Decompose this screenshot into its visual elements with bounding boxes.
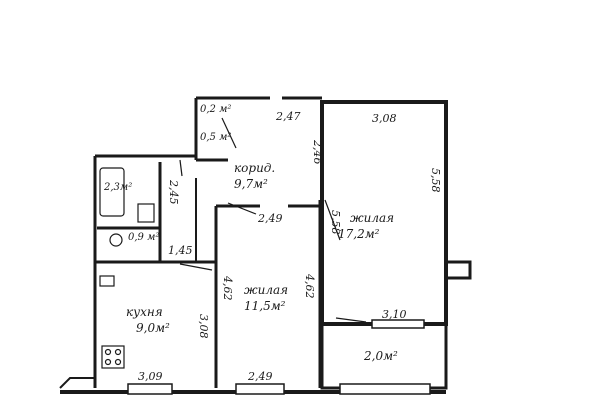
living-large-area: 17,2м² — [338, 227, 380, 241]
dim-large-top: 3,08 — [372, 112, 397, 125]
door-closet — [221, 117, 237, 149]
corridor-name: корид. — [234, 161, 275, 175]
door-corridor — [227, 202, 257, 215]
dim-kitchen-bottom: 3,09 — [138, 370, 163, 383]
fixtures — [99, 167, 155, 369]
living-small-area: 11,5м² — [244, 299, 286, 313]
closet-mid-area: 0,5 м² — [200, 132, 231, 143]
stove-burner-icon — [114, 358, 122, 366]
wall-closet-block — [194, 96, 322, 162]
window-large-room — [371, 319, 425, 329]
window-balcony — [339, 383, 431, 395]
dim-large-left: 5,58 — [329, 210, 342, 235]
windows — [127, 319, 431, 395]
stove-burner-icon — [104, 348, 112, 356]
door-balcony — [335, 317, 367, 323]
stove-burner-icon — [104, 358, 112, 366]
closet-top-area: 0,2 м² — [200, 104, 231, 115]
kitchen-sink-icon — [99, 275, 115, 287]
walls — [59, 96, 472, 394]
wc-area: 0,9 м² — [128, 232, 159, 243]
kitchen-name: кухня — [126, 305, 163, 319]
wall-bath-block — [93, 154, 196, 388]
dim-kitchen-top: 1,45 — [168, 244, 193, 257]
wall-external-right — [444, 102, 472, 388]
wall-small-room — [216, 200, 322, 388]
window-kitchen — [127, 383, 173, 395]
wall-left-jog — [59, 377, 95, 389]
wall-corridor — [180, 178, 197, 263]
stove-burner-icon — [114, 348, 122, 356]
kitchen-area: 9,0м² — [136, 321, 170, 335]
door-large-room — [324, 199, 341, 241]
living-small-name: жилая — [244, 283, 288, 297]
stove-icon — [101, 345, 125, 369]
door-kitchen — [179, 263, 213, 271]
dim-small-bottom: 2,49 — [247, 370, 273, 383]
balcony-area: 2,0м² — [363, 349, 398, 363]
dim-corridor-side: 2,46 — [311, 139, 324, 165]
door-bath — [179, 159, 183, 177]
bath-area: 2,3м² — [103, 182, 132, 193]
sink-icon — [137, 203, 155, 223]
dimension-labels: 2,47 2,46 2,45 2,49 3,08 5,58 5,58 3,10 … — [138, 110, 442, 383]
dim-small-left: 4,62 — [221, 275, 234, 301]
living-large-name: жилая — [350, 211, 394, 225]
dim-corridor-bottom: 2,49 — [257, 212, 283, 225]
dim-kitchen-right: 3,08 — [197, 314, 210, 339]
bathtub-icon — [99, 167, 125, 217]
dim-large-right: 5,58 — [429, 168, 442, 193]
dim-corridor-top: 2,47 — [275, 110, 301, 123]
room-labels: корид. 9,7м² жилая 17,2м² жилая 11,5м² к… — [103, 104, 398, 363]
dim-large-bottom: 3,10 — [382, 308, 407, 321]
window-small-room — [235, 383, 285, 395]
dim-corridor-left: 2,45 — [167, 179, 180, 205]
dim-small-right: 4,62 — [303, 273, 316, 299]
doors — [179, 117, 367, 323]
toilet-icon — [109, 233, 123, 247]
corridor-area: 9,7м² — [234, 177, 268, 191]
